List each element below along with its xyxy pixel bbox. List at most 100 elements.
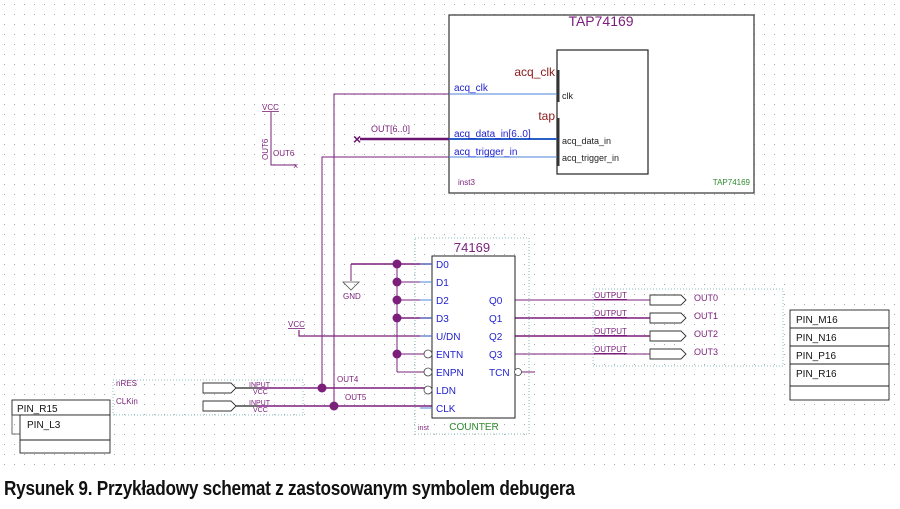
counter-pin-enpn[interactable]: ENPN bbox=[423, 367, 464, 379]
tap-footer-label: TAP74169 bbox=[713, 178, 751, 187]
vcc-label[interactable]: VCC bbox=[288, 320, 305, 329]
counter-pin-label: LDN bbox=[436, 386, 456, 397]
output-port-name: OUT2 bbox=[694, 329, 718, 339]
tap-port-acq-trigger-in: acq_trigger_in bbox=[454, 147, 517, 158]
tap-inner-box bbox=[556, 49, 649, 175]
net-label-out4: OUT4 bbox=[337, 375, 359, 384]
net-label-out5: OUT5 bbox=[345, 393, 367, 402]
tap-inner-port-acq-data-in: acq_data_in bbox=[562, 136, 611, 146]
tap-group-acq-clk: acq_clk bbox=[514, 65, 556, 79]
counter-pin-u-dn[interactable]: U/DN bbox=[420, 332, 460, 343]
counter-pin-label: Q1 bbox=[489, 314, 503, 325]
output-port-out2[interactable]: OUTPUT OUT2 bbox=[594, 327, 718, 342]
counter-pin-q3[interactable]: Q3 bbox=[489, 350, 503, 361]
output-port-shape-icon bbox=[649, 294, 687, 306]
output-port-out0[interactable]: OUTPUT OUT0 bbox=[594, 291, 718, 306]
gnd-label: GND bbox=[343, 292, 361, 301]
vcc-out6-block[interactable]: VCC OUT6 OUT6 × bbox=[261, 103, 298, 171]
vcc-out6-horizontal-label: OUT6 bbox=[273, 149, 295, 158]
inputs-group-frame bbox=[112, 379, 304, 416]
output-type-label: OUTPUT bbox=[594, 291, 627, 300]
counter-pin-label: TCN bbox=[489, 368, 510, 379]
counter-pin-q2[interactable]: Q2 bbox=[489, 332, 503, 343]
input-default-label: VCC bbox=[253, 389, 268, 396]
input-port-name: nRES bbox=[116, 379, 137, 388]
counter-pin-entn[interactable]: ENTN bbox=[423, 349, 463, 361]
junction-nodes bbox=[317, 259, 402, 411]
tap-port-acq-clk: acq_clk bbox=[454, 83, 489, 94]
junction-node bbox=[317, 383, 327, 393]
pin-assignment-pin-n16[interactable]: PIN_N16 bbox=[796, 333, 837, 344]
inverter-bubble-icon bbox=[514, 368, 522, 376]
no-connect-x-icon: × bbox=[293, 161, 298, 171]
junction-node bbox=[329, 401, 339, 411]
bus-out[interactable]: × OUT[6..0] bbox=[353, 124, 449, 147]
input-type-label: INPUT bbox=[249, 382, 271, 389]
counter-pin-q1[interactable]: Q1 bbox=[489, 314, 503, 325]
pin-assignment-pin-r15[interactable]: PIN_R15 bbox=[17, 404, 58, 415]
input-port-shape-icon bbox=[202, 400, 237, 412]
input-type-label: INPUT bbox=[249, 400, 271, 407]
counter-instance-label: inst bbox=[418, 425, 429, 432]
figure-caption: Rysunek 9. Przykładowy schemat z zastoso… bbox=[4, 478, 575, 500]
counter-pin-clk[interactable]: CLK bbox=[420, 404, 456, 415]
counter-pin-label: U/DN bbox=[436, 332, 460, 343]
vcc-out6-vcc-label: VCC bbox=[262, 103, 279, 112]
inverter-bubble-icon bbox=[423, 385, 433, 395]
counter-pin-label: Q3 bbox=[489, 350, 503, 361]
pin-assignment-pin-l3[interactable]: PIN_L3 bbox=[27, 420, 61, 431]
inverter-bubble-icon bbox=[423, 349, 433, 359]
output-port-name: OUT3 bbox=[694, 347, 718, 357]
output-port-out3[interactable]: OUTPUT OUT3 bbox=[594, 345, 718, 360]
junction-node bbox=[392, 295, 402, 305]
tap-instance-label: inst3 bbox=[458, 178, 475, 187]
output-type-label: OUTPUT bbox=[594, 327, 627, 336]
outputs-group-frame bbox=[592, 288, 784, 367]
counter-pin-label: CLK bbox=[436, 404, 456, 415]
counter-pin-d3[interactable]: D3 bbox=[420, 314, 449, 325]
counter-pin-d1[interactable]: D1 bbox=[420, 278, 449, 289]
output-port-name: OUT1 bbox=[694, 311, 718, 321]
input-port-shape-icon bbox=[202, 382, 237, 394]
counter-footer-label: COUNTER bbox=[449, 422, 498, 433]
counter-pin-tcn[interactable]: TCN bbox=[489, 368, 522, 379]
input-default-label: VCC bbox=[253, 407, 268, 414]
counter-pin-label: Q2 bbox=[489, 332, 503, 343]
output-port-name: OUT0 bbox=[694, 293, 718, 303]
counter-pin-d2[interactable]: D2 bbox=[420, 296, 449, 307]
output-type-label: OUTPUT bbox=[594, 309, 627, 318]
output-port-shape-icon bbox=[649, 312, 687, 324]
gnd-symbol[interactable]: GND bbox=[342, 264, 361, 301]
junction-node bbox=[392, 349, 402, 359]
counter-pin-ldn[interactable]: LDN bbox=[423, 385, 456, 397]
pin-assignment-pin-p16[interactable]: PIN_P16 bbox=[796, 351, 836, 362]
inverter-bubble-icon bbox=[423, 367, 433, 377]
tap-port-acq-data-in: acq_data_in[6..0] bbox=[454, 129, 531, 140]
output-type-label: OUTPUT bbox=[594, 345, 627, 354]
counter-pin-label: D2 bbox=[436, 296, 449, 307]
schematic-canvas: TAP74169 acq_clk tap clk acq_data_in acq… bbox=[0, 0, 900, 470]
counter-pin-label: D0 bbox=[436, 260, 449, 271]
tap-group-tap: tap bbox=[538, 109, 555, 123]
tap-title: TAP74169 bbox=[568, 13, 633, 29]
output-port-shape-icon bbox=[649, 330, 687, 342]
tap74169-block[interactable]: TAP74169 acq_clk tap clk acq_data_in acq… bbox=[448, 13, 755, 194]
counter-pin-q0[interactable]: Q0 bbox=[489, 296, 503, 307]
output-port-shape-icon bbox=[649, 348, 687, 360]
tap-inner-port-acq-trigger-in: acq_trigger_in bbox=[562, 153, 619, 163]
counter-pin-d0[interactable]: D0 bbox=[420, 260, 449, 271]
counter-pin-label: ENTN bbox=[436, 350, 463, 361]
bus-no-connect-icon: × bbox=[353, 131, 361, 147]
junction-node bbox=[392, 259, 402, 269]
junction-node bbox=[392, 277, 402, 287]
pin-assignment-pin-r16[interactable]: PIN_R16 bbox=[796, 369, 837, 380]
counter-title: 74169 bbox=[454, 240, 490, 255]
pin-assignment-pin-m16[interactable]: PIN_M16 bbox=[796, 315, 838, 326]
vcc-out6-vertical-label: OUT6 bbox=[261, 138, 270, 160]
counter-pin-label: D1 bbox=[436, 278, 449, 289]
output-port-out1[interactable]: OUTPUT OUT1 bbox=[594, 309, 718, 324]
counter-pin-label: D3 bbox=[436, 314, 449, 325]
